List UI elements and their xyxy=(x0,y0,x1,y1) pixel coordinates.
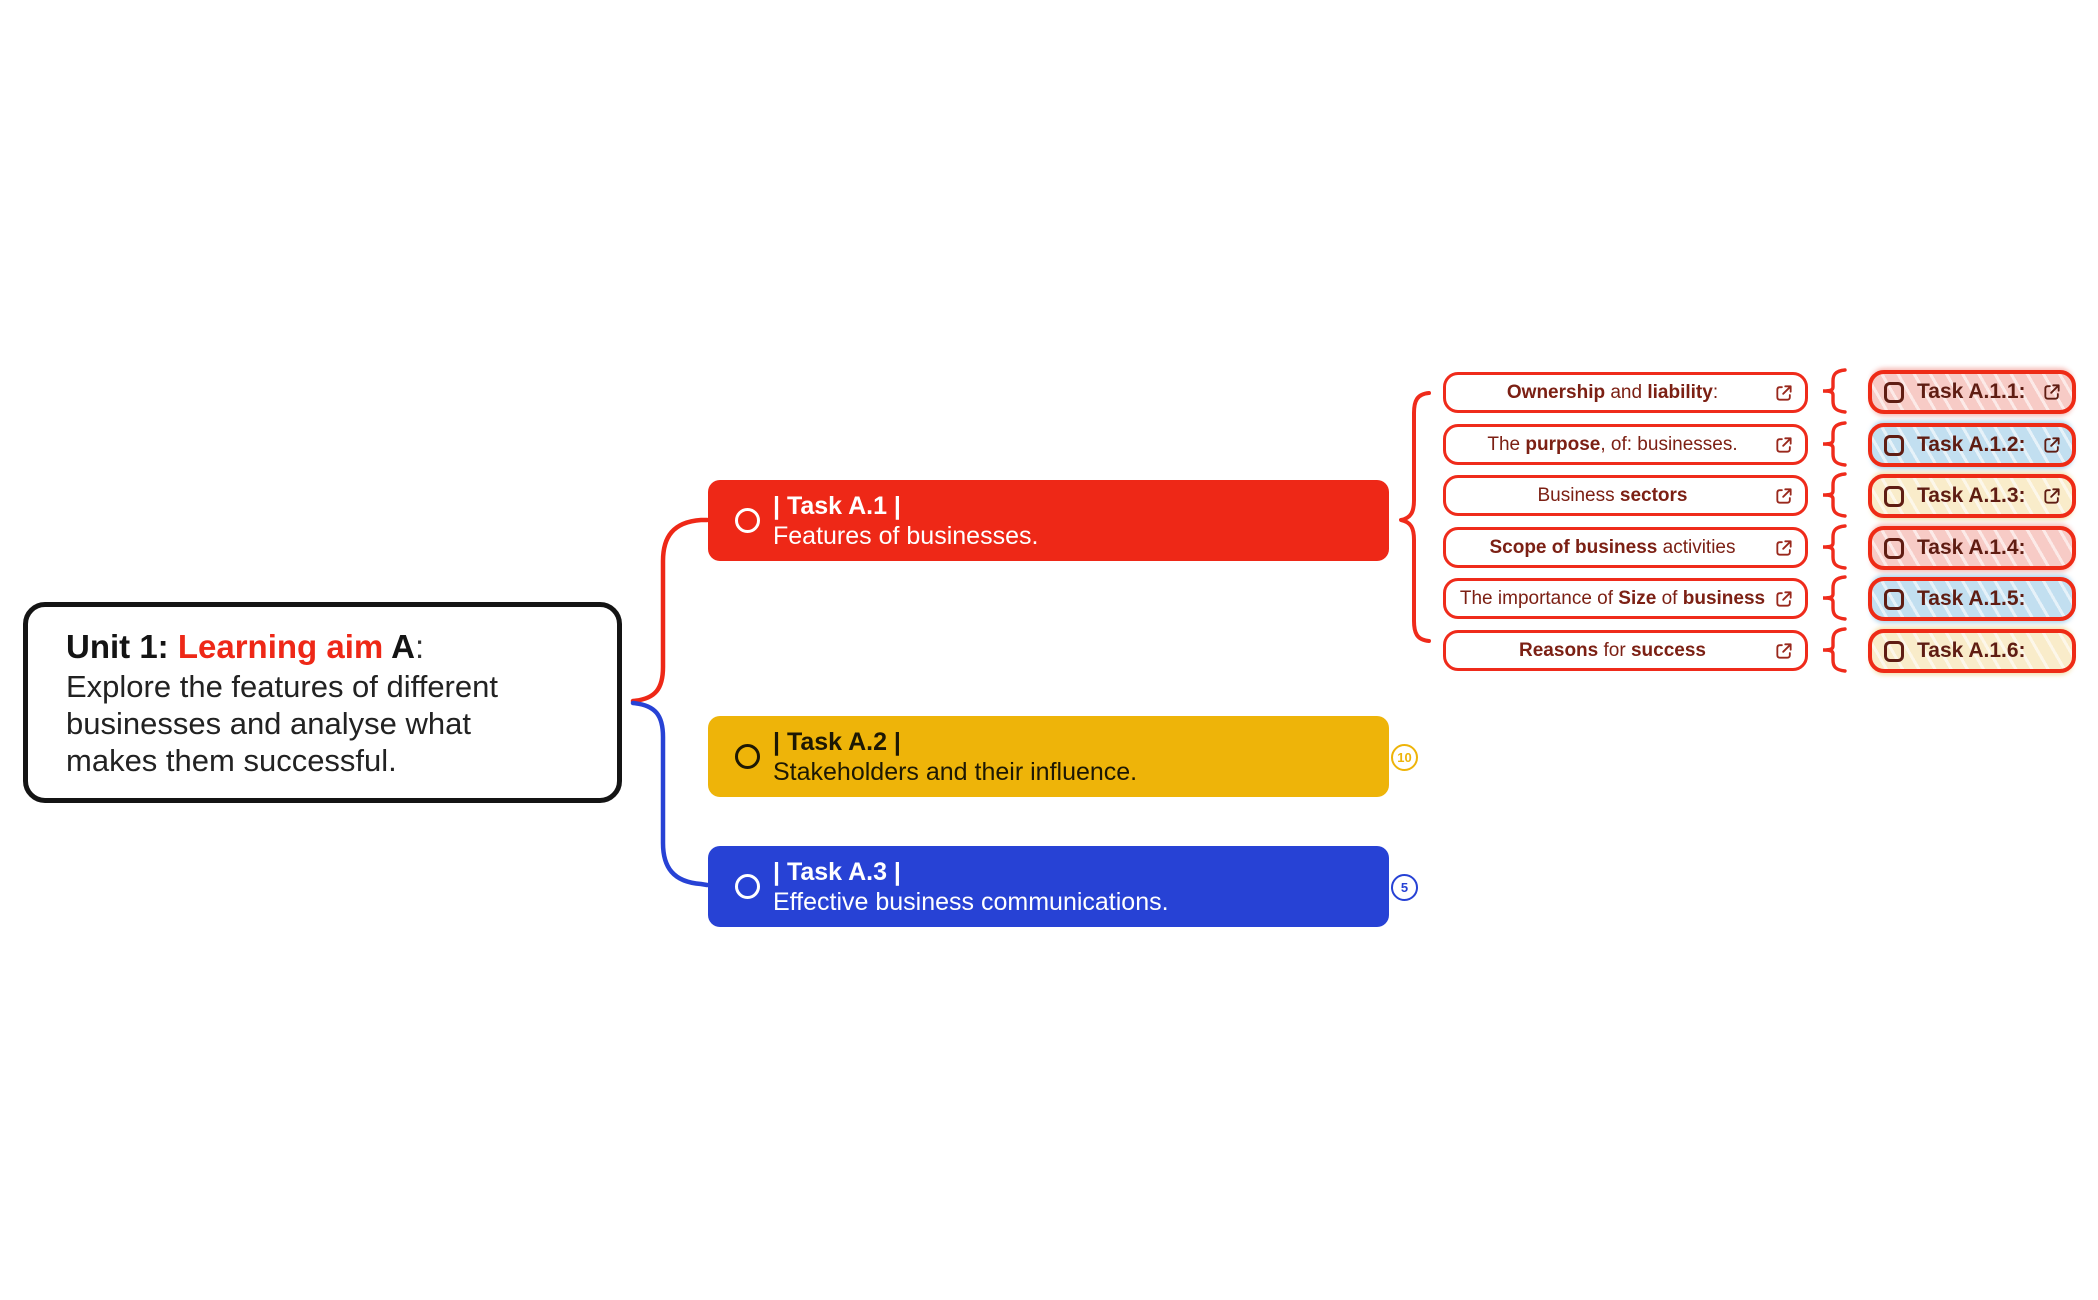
checkbox-icon[interactable] xyxy=(1884,434,1904,456)
external-link-icon[interactable] xyxy=(1774,486,1794,506)
task-description: Stakeholders and their influence. xyxy=(773,757,1138,786)
task-status-circle-icon[interactable] xyxy=(735,874,760,899)
subtask-label: Task A.1.1: xyxy=(1917,380,2026,403)
external-link-icon[interactable] xyxy=(1774,435,1794,455)
subtask-label: Task A.1.5: xyxy=(1917,587,2026,610)
brace-a1-subtopics xyxy=(1399,391,1431,643)
task-label: | Task A.3 | xyxy=(773,857,901,886)
external-link-icon[interactable] xyxy=(2042,435,2062,455)
subtask-label: Task A.1.2: xyxy=(1917,433,2026,456)
subtopic-scope-of-business-activities[interactable]: Scope of business activities xyxy=(1443,527,1808,568)
subtask-label: Task A.1.6: xyxy=(1917,639,2026,662)
subtopic-reasons-for-success[interactable]: Reasons for success xyxy=(1443,630,1808,671)
external-link-icon[interactable] xyxy=(1774,589,1794,609)
task-label: | Task A.1 | xyxy=(773,491,901,520)
brace-row-4 xyxy=(1822,524,1847,570)
task-node-a1[interactable]: | Task A.1 | Features of businesses. xyxy=(708,480,1389,561)
collapsed-children-count-badge[interactable]: 5 xyxy=(1391,874,1418,901)
external-link-icon[interactable] xyxy=(2042,382,2062,402)
subtopic-label: Ownership and liability: xyxy=(1506,381,1719,403)
unit-description-line: Explore the features of different xyxy=(66,669,498,704)
task-label: | Task A.2 | xyxy=(773,727,901,756)
brace-row-5 xyxy=(1822,575,1847,621)
external-link-icon[interactable] xyxy=(1774,641,1794,661)
brace-row-1 xyxy=(1822,368,1847,414)
subtask-label: Task A.1.3: xyxy=(1917,484,2026,507)
connector-root-to-a3 xyxy=(630,700,710,888)
task-node-a2[interactable]: | Task A.2 | Stakeholders and their infl… xyxy=(708,716,1389,797)
checkbox-icon[interactable] xyxy=(1884,381,1904,403)
subtopic-business-sectors[interactable]: Business sectors xyxy=(1443,475,1808,516)
brace-row-2 xyxy=(1822,421,1847,467)
connector-root-to-a1 xyxy=(630,517,710,704)
subtask-node-a1-1[interactable]: Task A.1.1: xyxy=(1868,370,2076,414)
task-status-circle-icon[interactable] xyxy=(735,744,760,769)
unit-description-line: businesses and analyse what xyxy=(66,706,471,741)
unit-title: Unit 1: Learning aim A: xyxy=(66,628,425,665)
subtopic-label: Business sectors xyxy=(1537,484,1688,506)
brace-row-6 xyxy=(1822,627,1847,673)
checkbox-icon[interactable] xyxy=(1884,640,1904,662)
subtask-node-a1-4[interactable]: Task A.1.4: xyxy=(1868,526,2076,570)
subtask-node-a1-5[interactable]: Task A.1.5: xyxy=(1868,577,2076,621)
subtopic-importance-of-size[interactable]: The importance of Size of business xyxy=(1443,578,1808,619)
subtopic-purpose-of-businesses[interactable]: The purpose, of: businesses. xyxy=(1443,424,1808,465)
subtask-node-a1-2[interactable]: Task A.1.2: xyxy=(1868,423,2076,467)
checkbox-icon[interactable] xyxy=(1884,537,1904,559)
task-node-a3[interactable]: | Task A.3 | Effective business communic… xyxy=(708,846,1389,927)
unit-description-line: makes them successful. xyxy=(66,743,397,778)
checkbox-icon[interactable] xyxy=(1884,485,1904,507)
external-link-icon[interactable] xyxy=(1774,538,1794,558)
subtask-node-a1-6[interactable]: Task A.1.6: xyxy=(1868,629,2076,673)
unit-root-node[interactable]: Unit 1: Learning aim A: Explore the feat… xyxy=(23,602,622,803)
external-link-icon[interactable] xyxy=(2042,486,2062,506)
checkbox-icon[interactable] xyxy=(1884,588,1904,610)
brace-row-3 xyxy=(1822,472,1847,518)
subtopic-ownership-liability[interactable]: Ownership and liability: xyxy=(1443,372,1808,413)
subtopic-label: Reasons for success xyxy=(1519,639,1706,661)
subtopic-label: The importance of Size of business xyxy=(1459,587,1766,609)
subtopic-label: The purpose, of: businesses. xyxy=(1487,433,1738,455)
subtask-node-a1-3[interactable]: Task A.1.3: xyxy=(1868,474,2076,518)
external-link-icon[interactable] xyxy=(1774,383,1794,403)
subtask-label: Task A.1.4: xyxy=(1917,536,2026,559)
task-description: Features of businesses. xyxy=(773,521,1039,550)
collapsed-children-count-badge[interactable]: 10 xyxy=(1391,744,1418,771)
task-status-circle-icon[interactable] xyxy=(735,508,760,533)
task-description: Effective business communications. xyxy=(773,887,1169,916)
subtopic-label: Scope of business activities xyxy=(1489,536,1736,558)
